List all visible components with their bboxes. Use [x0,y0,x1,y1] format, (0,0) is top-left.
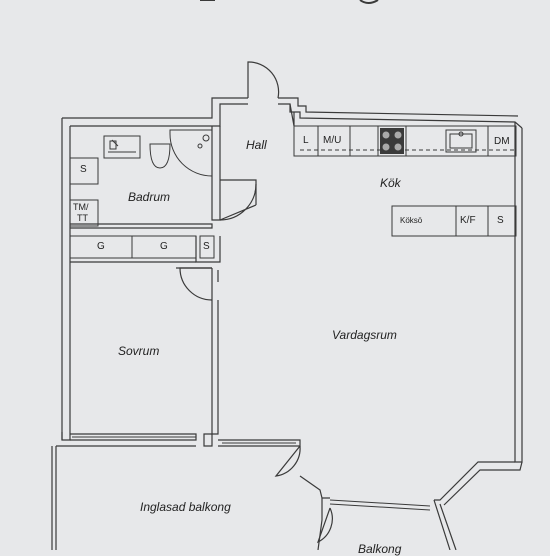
room-label-balkong: Balkong [358,542,402,556]
kitchen-island [391,205,517,237]
fixture-label-wardrobe-s: S [203,241,210,252]
fixture-label-tm: TM/ [73,202,89,212]
fixture-label-wardrobe-g2: G [160,241,168,252]
fixture-label-kf: K/F [460,215,476,226]
room-label-vardagsrum: Vardagsrum [332,328,397,342]
title-fragment [200,0,379,4]
room-label-sovrum: Sovrum [118,344,160,358]
balcony-walls [51,445,457,550]
fixture-label-mu: M/U [323,135,342,146]
bathroom-door [219,183,257,221]
fixture-label-wardrobe-g1: G [97,241,105,252]
fixture-label-l: L [303,135,309,146]
room-label-kok: Kök [380,176,401,190]
outer-walls [61,97,523,506]
fixture-label-kitchen-s: S [497,215,504,226]
room-label-hall: Hall [246,138,267,152]
bathroom-fixtures [69,129,213,227]
bedroom-door [179,267,213,301]
entrance-door [247,61,280,99]
fixture-label-dm: DM [494,136,510,147]
windows [72,433,431,511]
room-label-badrum: Badrum [128,190,171,204]
fixture-label-tt: TT [77,213,88,223]
fixture-label-koksso: Köksö [400,216,423,225]
kitchen-counter [293,125,517,157]
stove-icon [380,128,404,154]
balcony-door [274,445,301,477]
room-label-inglasad-balkong: Inglasad balkong [140,500,231,514]
wardrobe-row [69,235,215,259]
fixture-label-bath-s: S [80,164,87,175]
